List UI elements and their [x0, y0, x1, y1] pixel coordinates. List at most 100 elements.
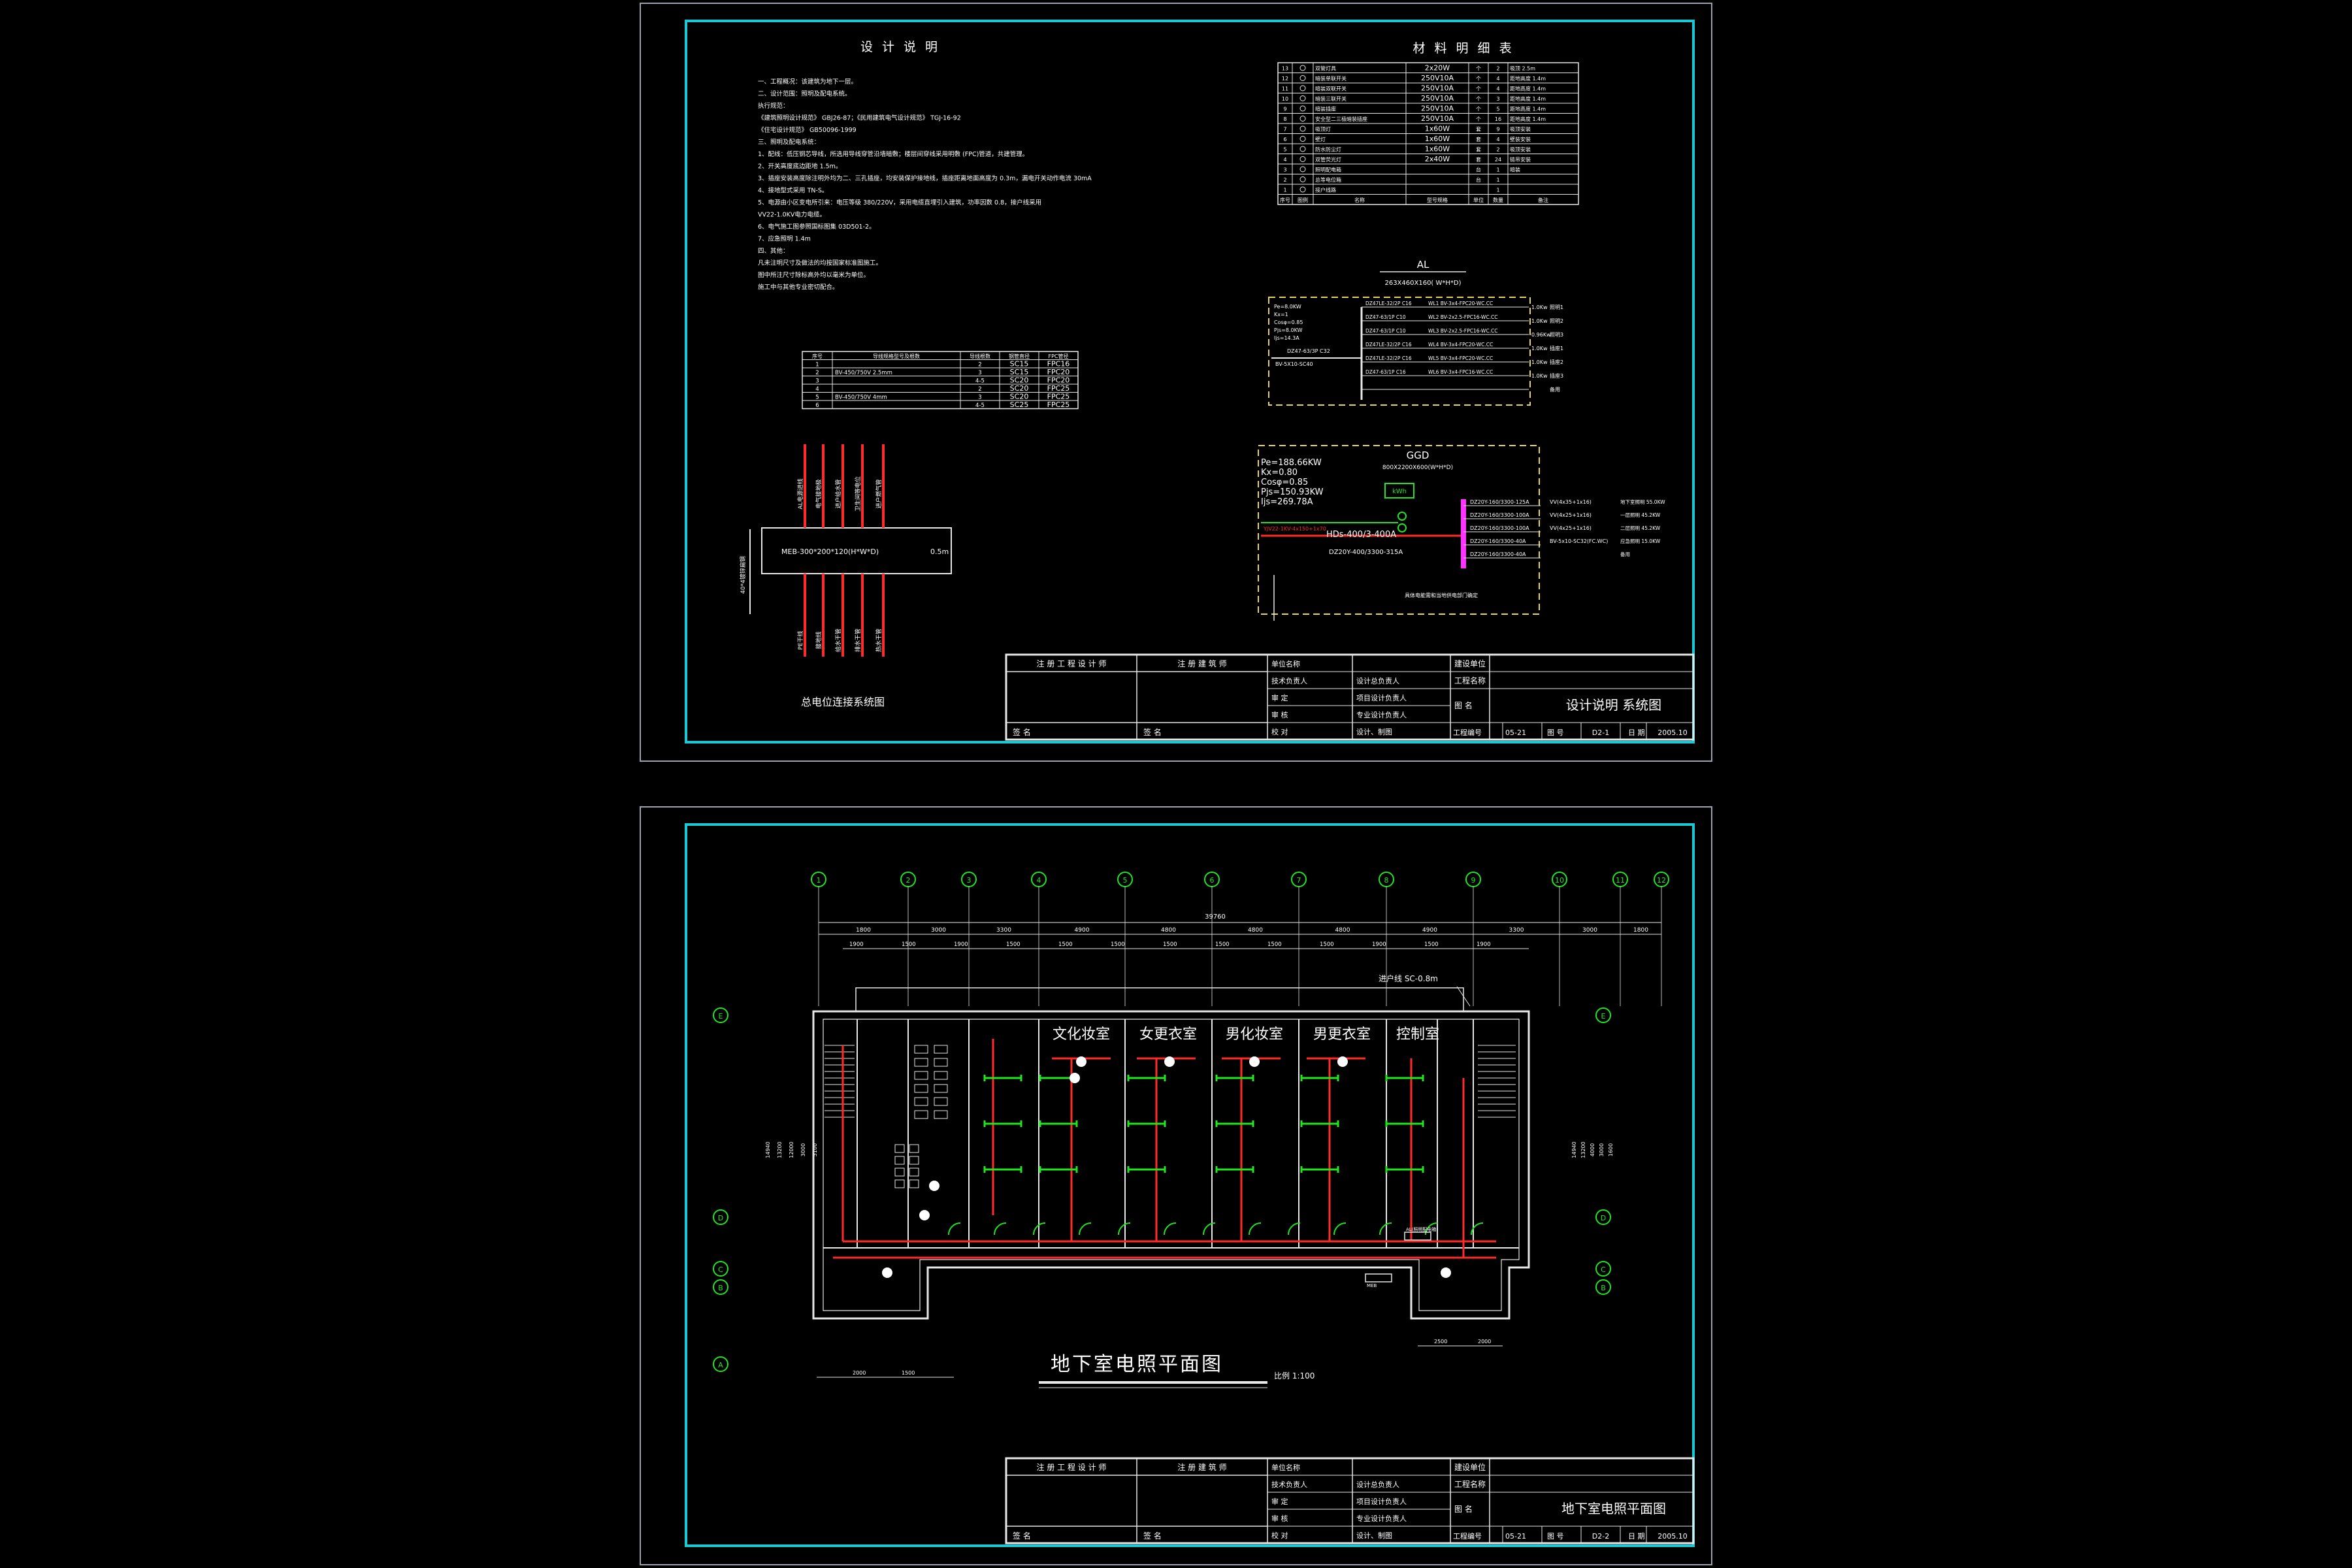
panel-ggd-meter: kWh: [1392, 488, 1407, 495]
axis-label: 4: [1037, 876, 1041, 885]
title-block-sheet-1: 注 册 工 程 设 计 师注 册 建 筑 师签 名签 名单位名称技术负责人审 定…: [1005, 653, 1695, 741]
materials-cell: 250V10A: [1421, 114, 1454, 123]
materials-cell: 4: [1496, 86, 1499, 92]
title-block-row-label: 技术负责人: [1271, 1480, 1307, 1489]
dim-left: 14940: [765, 1141, 771, 1158]
title-block-date: 2005.10: [1658, 1532, 1688, 1541]
materials-cell: 1: [1496, 167, 1499, 173]
axis-label: 12: [1657, 876, 1666, 885]
axis-right-label: E: [1601, 1012, 1606, 1021]
panel-al-boundary: [1268, 297, 1531, 406]
title-block-frame: [1005, 653, 1695, 741]
conduit-table-cell: FPC20: [1047, 376, 1070, 385]
title-block-row-label-2: 项目设计负责人: [1356, 693, 1407, 702]
materials-cell: 10: [1282, 96, 1288, 102]
title-block-reg-engineer: 注 册 工 程 设 计 师: [1037, 1462, 1107, 1472]
materials-cell: 7: [1283, 127, 1286, 133]
materials-cell: 套: [1476, 136, 1481, 142]
title-block-row-label-2: 项目设计负责人: [1356, 1497, 1407, 1506]
toilet-fixture: [914, 1084, 928, 1093]
dim-top: 4900: [1422, 927, 1437, 934]
dim-right: 14940: [1571, 1141, 1577, 1158]
axis-label: 2: [906, 876, 911, 885]
dim-sub: 1500: [902, 941, 916, 948]
panel-al-incoming-cable: BV-5X10-SC40: [1275, 361, 1313, 367]
panel-ggd-outgoing-cable: VV(4x25+1x16): [1550, 525, 1592, 531]
title-block-row-label: 审 核: [1271, 710, 1288, 719]
axis-label: 10: [1555, 876, 1564, 885]
materials-cell: 双管灯具: [1315, 65, 1336, 72]
materials-cell: 安全型二三极暗装插座: [1315, 116, 1367, 122]
materials-cell: 1x60W: [1425, 125, 1450, 133]
panel-ggd-outgoing-note: 地下室照明 55.0KW: [1620, 498, 1665, 505]
axis-bubble-left: [713, 1279, 728, 1295]
panel-al-circuit-cable: WL2 BV-2x2.5-FPC16-WC.CC: [1428, 314, 1497, 320]
title-block-project: 工程名称: [1454, 676, 1486, 685]
panel-al-param: Pjs=8.0KW: [1274, 327, 1303, 333]
meb-box: [761, 527, 952, 574]
panel-al-circuit-load: 1.0Kw: [1531, 346, 1548, 351]
toilet-fixture: [934, 1045, 948, 1054]
materials-header: 单位: [1473, 197, 1484, 203]
door-swing: [1203, 1222, 1216, 1235]
title-block-project-no-label: 工程编号: [1453, 1531, 1482, 1541]
meb-bottom-label: 排水干管: [854, 629, 862, 652]
design-note-line: 《住宅设计规范》 GB50096-1999: [758, 126, 857, 134]
conduit-table-header: 序号: [812, 353, 823, 359]
design-note-line: 6、电气施工图参照国标图集 03D501-2。: [758, 223, 875, 231]
dim-sub: 1500: [1424, 941, 1439, 948]
title-block-row-label-2: 专业设计负责人: [1356, 1514, 1407, 1523]
conduit-table-cell: 6: [815, 402, 819, 409]
design-note-line: 二、设计范围：照明及配电系统。: [758, 90, 851, 98]
conduit-table-cell: FPC20: [1047, 368, 1070, 376]
design-note-line: 4、接地型式采用 TN-S。: [758, 187, 828, 195]
conduit-table-cell: 3: [978, 395, 981, 401]
materials-cell: 个: [1476, 96, 1481, 102]
design-note-line: VV22-1.0KV电力电缆。: [758, 211, 826, 219]
conduit-table-cell: BV-450/750V 4mm: [835, 395, 887, 401]
materials-cell: 暗装三联开关: [1315, 95, 1347, 102]
dim-sub: 1500: [1111, 941, 1125, 948]
basin: [909, 1168, 919, 1177]
plan-scale: 比例 1:100: [1274, 1371, 1315, 1380]
axis-label: 9: [1471, 876, 1476, 885]
sheet-1-border: [685, 20, 1695, 743]
ceiling-light: [882, 1267, 892, 1278]
toilet-fixture: [934, 1084, 948, 1093]
title-block-sign: 签 名: [1013, 1531, 1031, 1541]
panel-al-circuit-note: 照明3: [1550, 332, 1563, 338]
dim-right: 4000: [1590, 1143, 1595, 1156]
meb-bottom-label: 给水干管: [834, 629, 842, 652]
axis-bubble-right: [1595, 1279, 1611, 1295]
materials-cell: 距地高度 1.4m: [1510, 106, 1546, 112]
toilet-fixture: [934, 1058, 948, 1067]
panel-al-circuit-load: 1.0Kw: [1531, 318, 1548, 324]
sheet-2-border: [685, 823, 1695, 1547]
conduit-table-header: FPC管径: [1048, 353, 1068, 359]
material-legend-symbol: [1299, 136, 1306, 142]
ceiling-light: [1337, 1056, 1348, 1067]
toilet-fixture: [914, 1045, 928, 1054]
door-swing: [1164, 1222, 1177, 1235]
meb-top-label: 电气接地极: [815, 479, 823, 508]
materials-cell: 暗装双联开关: [1315, 86, 1347, 92]
panel-al-circuit-cable: WL1 BV-3x4-FPC20-WC.CC: [1428, 301, 1493, 306]
panel-ggd-meter-box: [1384, 483, 1414, 498]
title-block-client: 建设单位: [1454, 1462, 1486, 1472]
panel-ggd-param: Pe=188.66KW: [1261, 458, 1322, 468]
dim-sub: 1500: [1215, 941, 1230, 948]
axis-bubble-left: [713, 1007, 728, 1023]
title-block-reg-architect: 注 册 建 筑 师: [1177, 1462, 1226, 1472]
material-legend-symbol: [1299, 65, 1306, 71]
title-block-reg-architect: 注 册 建 筑 师: [1177, 659, 1226, 668]
title-block-row-label: 审 定: [1271, 1497, 1288, 1506]
axis-label: 3: [967, 876, 972, 885]
dim-sub: 1500: [1163, 941, 1177, 948]
conduit-table-frame: [802, 351, 1079, 410]
panel-ggd-ct-1: [1397, 512, 1407, 521]
axis-bubble-right: [1595, 1007, 1611, 1023]
toilet-fixture: [914, 1110, 928, 1119]
dim-bottom: 1500: [902, 1370, 915, 1376]
material-legend-symbol: [1299, 75, 1306, 81]
basin: [894, 1179, 905, 1188]
